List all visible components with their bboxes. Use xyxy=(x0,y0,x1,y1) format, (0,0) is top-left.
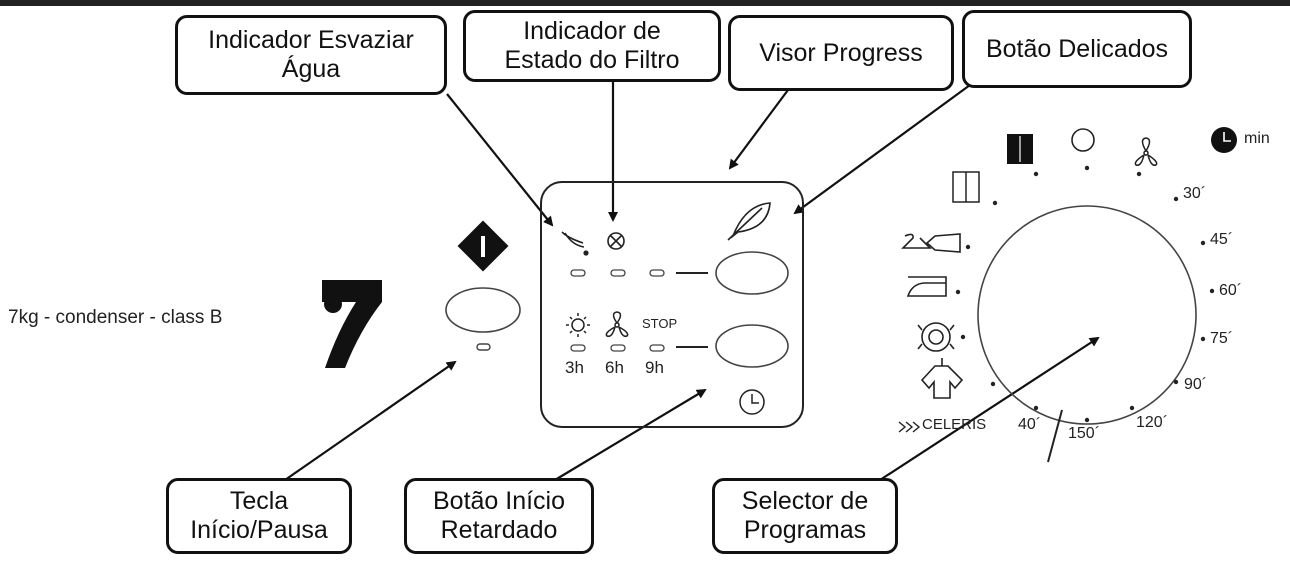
tap-icon xyxy=(561,231,589,256)
wardrobe-icon xyxy=(952,171,980,203)
power-icon xyxy=(457,220,509,272)
clock-icon xyxy=(739,389,765,415)
start-pause-button[interactable] xyxy=(445,287,521,333)
wardrobe-icon xyxy=(1007,134,1033,164)
label-start-pause: Tecla Início/Pausa xyxy=(166,478,352,554)
iron-icon xyxy=(906,276,947,297)
delay-6h-label: 6h xyxy=(605,358,624,377)
top-border xyxy=(0,0,1290,6)
model-text: 7kg - condenser - class B xyxy=(8,307,223,328)
sun-icon xyxy=(566,313,590,337)
time-90-label: 90´ xyxy=(1184,376,1208,393)
time-150-label: 150´ xyxy=(1068,425,1101,442)
hanger-icon xyxy=(901,233,961,253)
delay-3h-label: 3h xyxy=(565,358,584,377)
wool-icon xyxy=(917,322,955,352)
label-filter-indicator: Indicador de Estado do Filtro xyxy=(463,10,721,82)
logo-seven xyxy=(322,280,382,368)
label-drain-indicator: Indicador Esvaziar Água xyxy=(175,15,447,95)
arrow-start xyxy=(284,360,457,481)
control-panel xyxy=(540,181,804,428)
fan-icon xyxy=(605,311,629,338)
time-45-label: 45´ xyxy=(1210,231,1234,248)
delicate-button[interactable] xyxy=(715,251,789,295)
led-row-top xyxy=(570,269,665,277)
stop-label: STOP xyxy=(642,316,678,331)
arrow-delay xyxy=(554,388,707,481)
unit-min-label: min xyxy=(1244,130,1270,147)
time-75-label: 75´ xyxy=(1210,330,1234,347)
led-row-bottom xyxy=(570,344,665,352)
triple-chevron-icon xyxy=(898,421,921,433)
feather-icon xyxy=(727,202,771,241)
dial-divider xyxy=(1047,409,1063,463)
arrow-delicate xyxy=(793,84,971,215)
fan-icon xyxy=(1134,137,1158,167)
program-selector-dial[interactable] xyxy=(977,205,1197,425)
time-60-label: 60´ xyxy=(1219,282,1243,299)
arrow-drain xyxy=(446,93,554,227)
time-40-label: 40´ xyxy=(1018,416,1042,433)
clock-icon xyxy=(1211,127,1237,153)
label-program-selector: Selector de Programas xyxy=(712,478,898,554)
arrow-selector xyxy=(879,336,1100,481)
delay-start-button[interactable] xyxy=(715,324,789,368)
arrow-progress xyxy=(728,89,789,170)
celeris-label: CELERIS xyxy=(922,416,987,433)
filter-icon xyxy=(607,232,625,250)
dial-dots xyxy=(955,165,1215,423)
time-120-label: 120´ xyxy=(1136,414,1169,431)
delay-9h-label: 9h xyxy=(645,358,664,377)
label-progress-display: Visor Progress xyxy=(728,15,954,91)
time-30-label: 30´ xyxy=(1183,185,1207,202)
label-delicate-button: Botão Delicados xyxy=(962,10,1192,88)
start-pause-led xyxy=(476,343,491,351)
circle-icon xyxy=(1071,128,1095,152)
shirt-icon xyxy=(920,358,964,399)
label-delay-start: Botão Início Retardado xyxy=(404,478,594,554)
